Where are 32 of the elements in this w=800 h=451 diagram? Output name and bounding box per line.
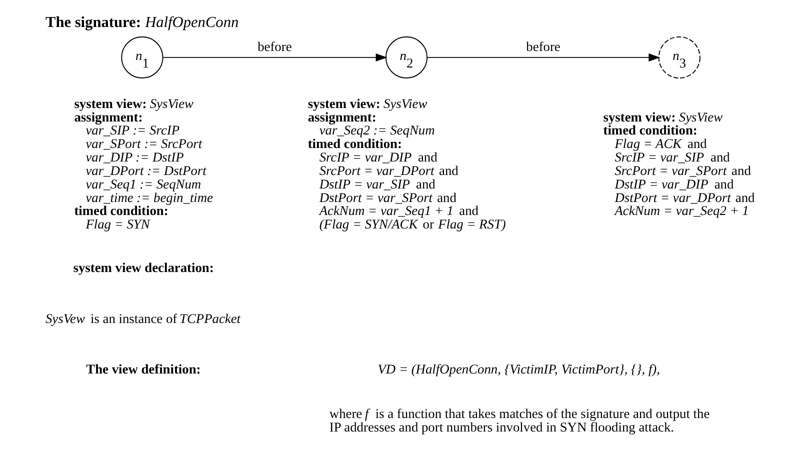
label: SysVew is an instance of TCPPacket — [44, 310, 240, 326]
edge-label: before — [526, 38, 560, 54]
node-label: var_DIP := DstIP — [85, 150, 184, 165]
edge-label: before — [257, 38, 292, 54]
node-label: var_Seq1 := SeqNum — [85, 176, 201, 192]
node-label: system view: SysView — [602, 109, 722, 124]
arrow — [162, 53, 387, 62]
node-label: var_SPort := SrcPort — [85, 136, 202, 152]
label: VD = (HalfOpenConn, {VictimIP, VictimPort}, {}, f), — [377, 362, 660, 377]
node-label: var_DPort := DstPort — [85, 162, 206, 178]
node-label: system view: SysView — [74, 96, 194, 111]
node-label: timed condition: — [307, 136, 402, 152]
node-label: (Flag = SYN/ACK or Flag = RST) — [318, 216, 506, 232]
node-label: Flag = ACK and — [614, 136, 706, 152]
node-label: DstIP = var_SIP and — [318, 176, 435, 192]
label: system view declaration: — [72, 260, 214, 276]
node-label: DstIP = var_DIP and — [614, 176, 734, 192]
node-label: SrcIP = var_SIP and — [614, 150, 730, 165]
node-label: DstPort = var_SPort and — [318, 190, 456, 205]
node-label: DstPort = var_DPort and — [614, 190, 754, 205]
node-label: SrcPort = var_DPort and — [318, 162, 458, 178]
node-label: AckNum = var_Seq2 + 1 — [614, 203, 748, 218]
node-label: SrcIP = var_DIP and — [318, 150, 437, 165]
diagram-title: The signature: HalfOpenConn — [44, 14, 238, 32]
label: where f is a function that takes matches of the signature and output the IP addresses and port numbers involved in SYN flooding attack. — [328, 406, 710, 435]
node-label: SrcPort = var_SPort and — [614, 162, 750, 178]
node-label: Flag = SYN — [85, 216, 150, 232]
label: The view definition: — [86, 362, 200, 377]
arrow — [426, 53, 660, 62]
node-label: AckNum = var_Seq1 + 1 and — [318, 203, 478, 218]
node-label: system view: SysView — [307, 96, 427, 111]
node-label: timed condition: — [74, 203, 168, 218]
